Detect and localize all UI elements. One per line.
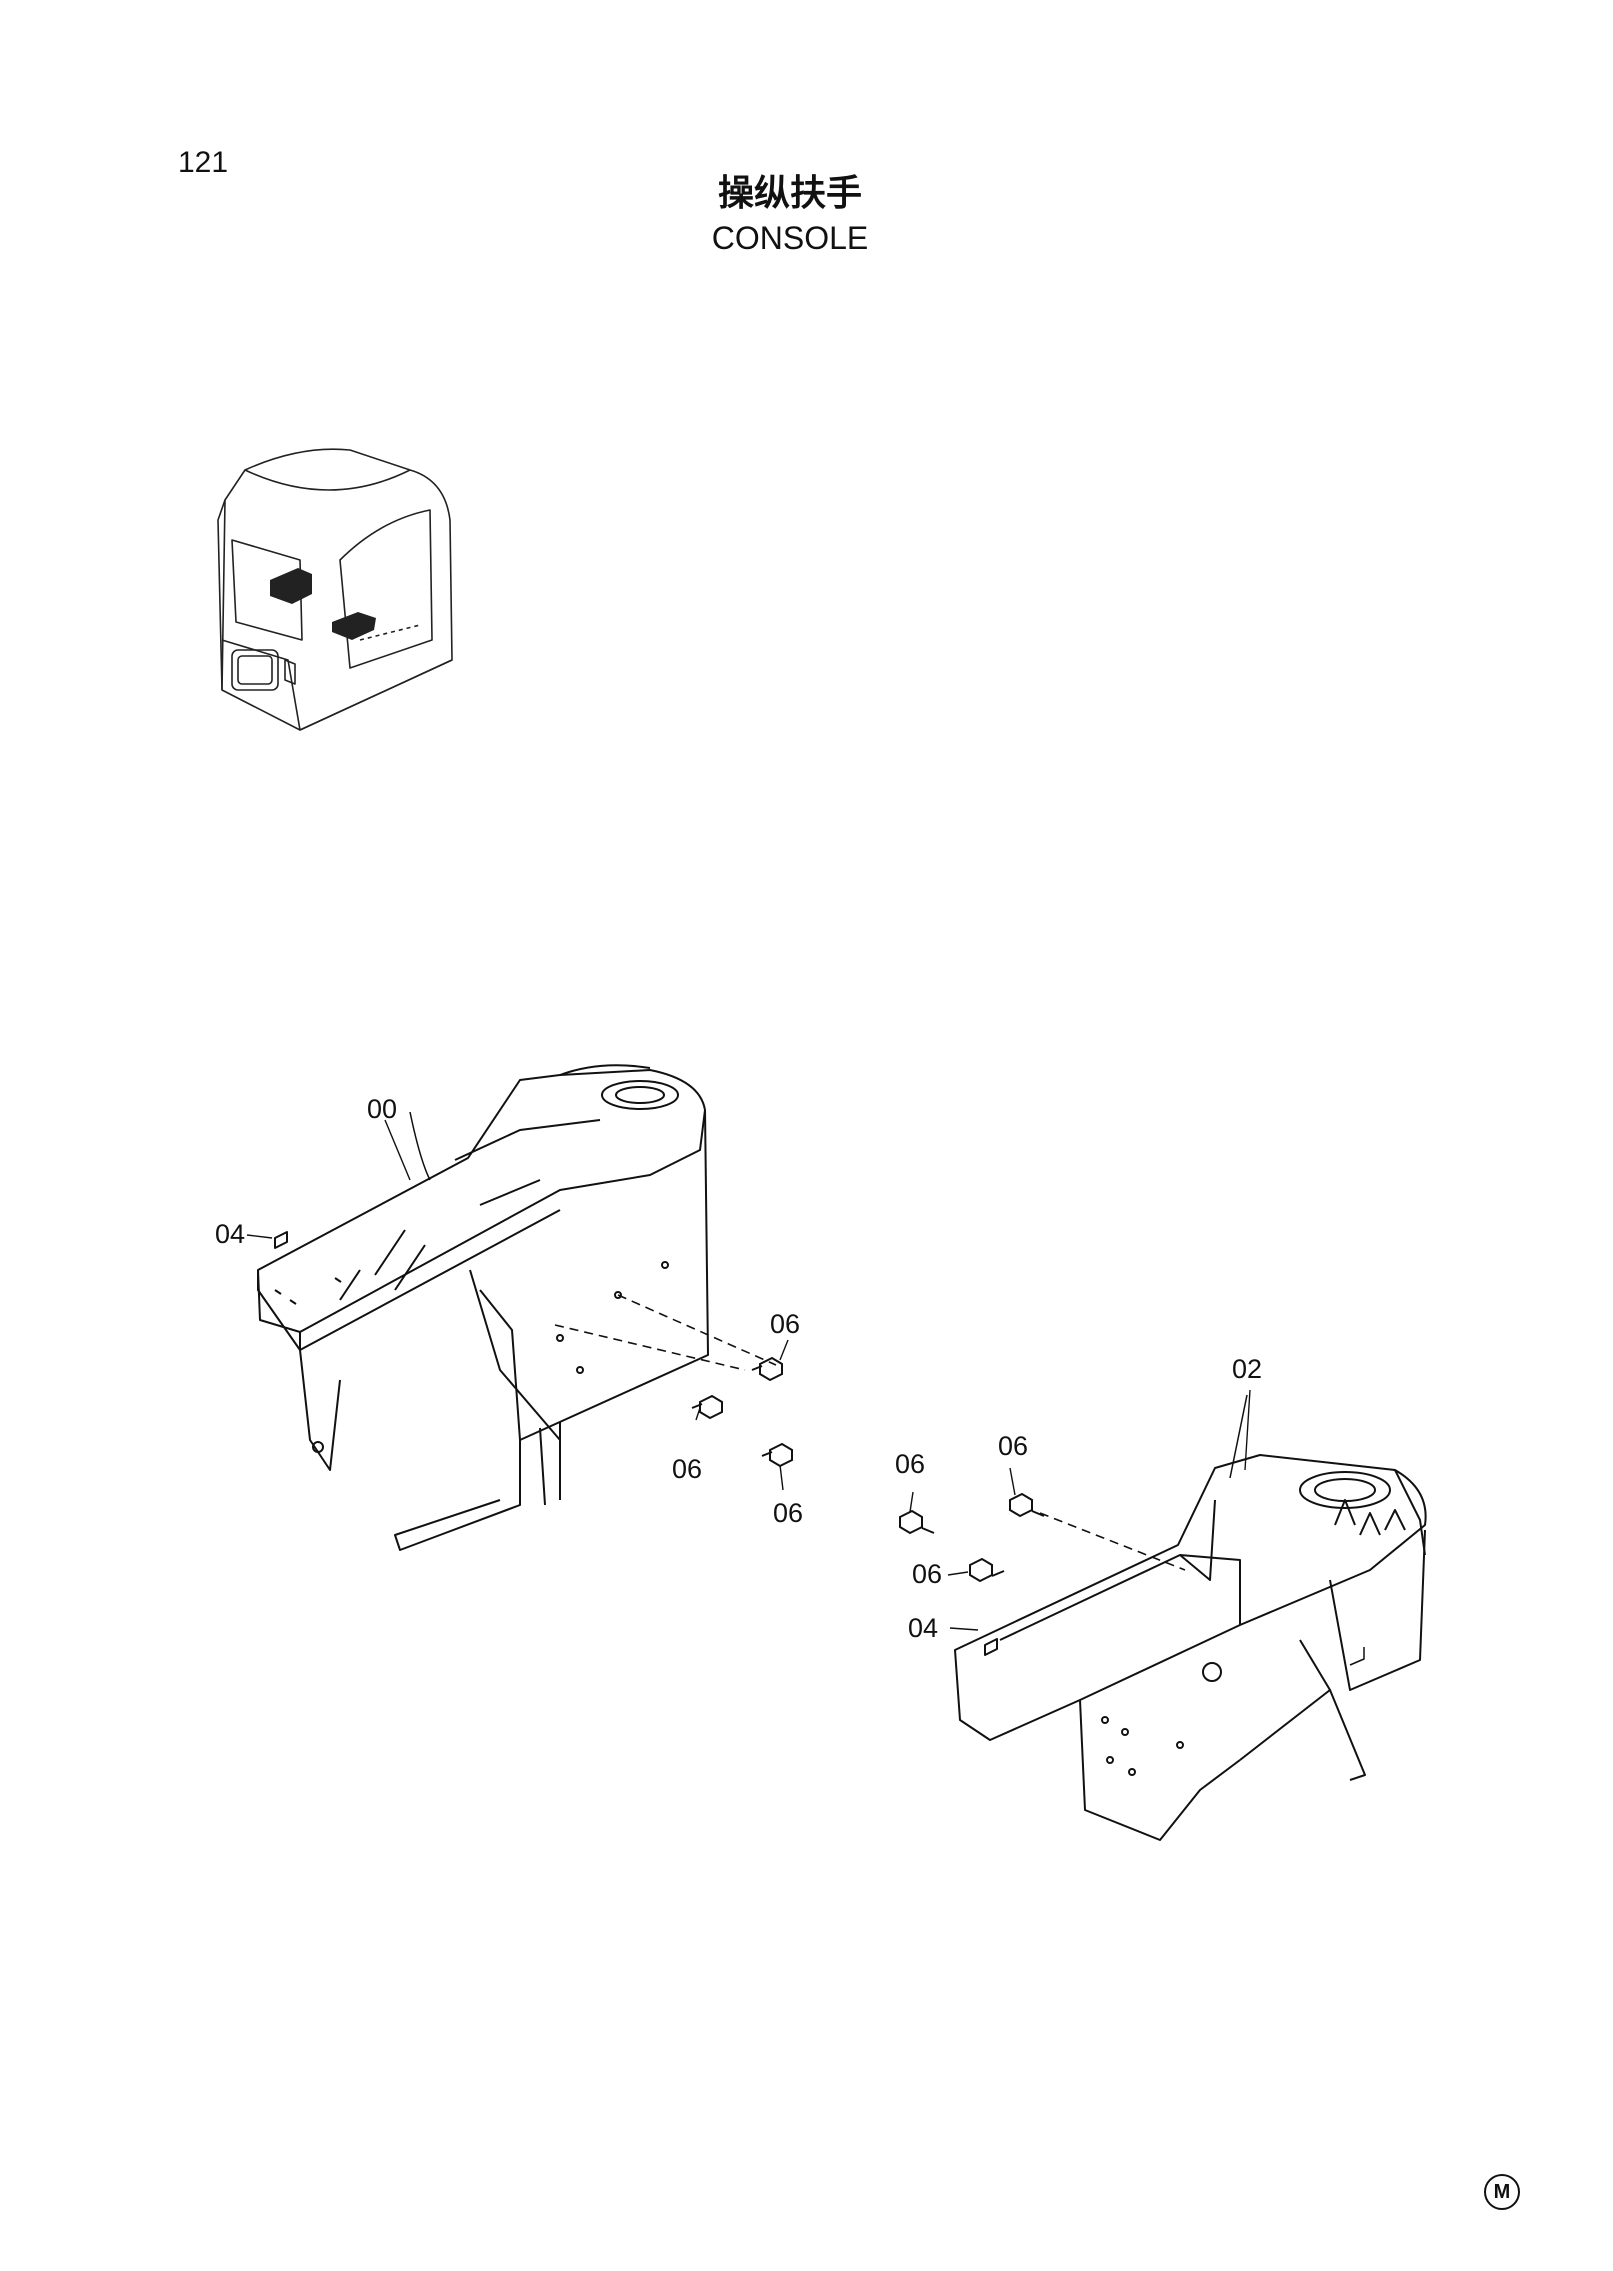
page-number: 121 [178,146,229,179]
title-english: CONSOLE [711,220,869,256]
callout-02: 02 [1232,1354,1262,1384]
console-assembly-left [257,1064,777,1551]
callout-06-left-middle: 06 [672,1454,702,1484]
callout-06-right-middle: 06 [912,1559,942,1589]
callout-04-right: 04 [908,1613,938,1643]
callout-00: 00 [367,1094,397,1124]
callout-06-left-top: 06 [770,1309,800,1339]
callout-06-right-top: 06 [998,1431,1028,1461]
bolts-right-group [899,1492,1045,1583]
title-block: 操纵扶手 CONSOLE [640,172,940,260]
bolts-left-group [691,1356,793,1468]
leader-lines [246,1119,1251,1631]
callout-06-left-bottom: 06 [773,1498,803,1528]
callout-04-left: 04 [215,1219,245,1249]
title-chinese: 操纵扶手 [717,173,862,214]
cab-location-illustration [217,448,453,731]
corner-mark-m: M [1484,2174,1520,2210]
console-assembly-right [954,1394,1427,1841]
callout-06-right-left: 06 [895,1449,925,1479]
